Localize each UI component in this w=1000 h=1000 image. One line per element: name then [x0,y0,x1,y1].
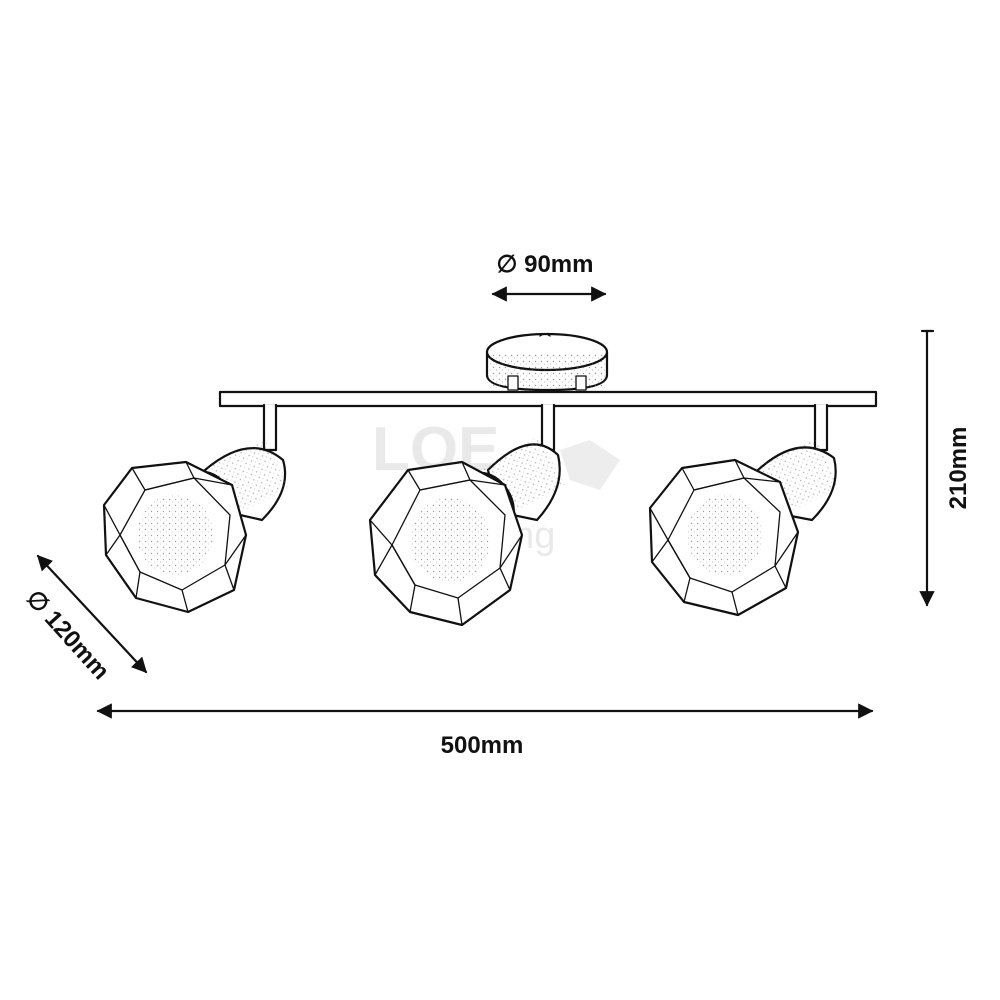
shade-diameter-label: ∅ 120mm [21,585,115,685]
height-label: 210mm [945,427,972,510]
width-label: 500mm [441,732,524,759]
spot-lamp-middle [368,403,565,627]
mounting-bar [218,390,878,408]
spot-lamp-right [648,403,841,617]
spot-lamp-left [102,403,291,614]
dimension-base-diameter: ∅ 90mm [491,251,607,302]
ceiling-canopy [485,332,609,392]
dimension-height: 210mm [919,329,972,607]
base-diameter-label: ∅ 90mm [497,251,594,278]
dimension-width: 500mm [96,703,874,759]
